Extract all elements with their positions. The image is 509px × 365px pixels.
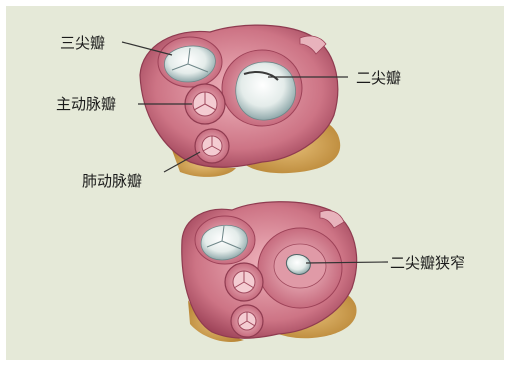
mitral-stenosis-valve bbox=[258, 228, 342, 308]
label-mitral: 二尖瓣 bbox=[356, 69, 401, 87]
mitral-valve-top bbox=[222, 50, 302, 126]
tricuspid-valve-top bbox=[158, 37, 222, 87]
label-pulmonary: 肺动脉瓣 bbox=[82, 172, 142, 190]
label-aortic: 主动脉瓣 bbox=[56, 95, 116, 113]
label-mitral-stenosis: 二尖瓣狭窄 bbox=[390, 254, 465, 272]
aortic-valve-bottom bbox=[225, 263, 263, 301]
pulmonary-valve-top bbox=[195, 129, 229, 163]
label-tricuspid: 三尖瓣 bbox=[60, 34, 105, 52]
tricuspid-valve-bottom bbox=[195, 216, 255, 264]
bottom-heart bbox=[182, 202, 357, 342]
pulmonary-valve-bottom bbox=[231, 305, 263, 337]
